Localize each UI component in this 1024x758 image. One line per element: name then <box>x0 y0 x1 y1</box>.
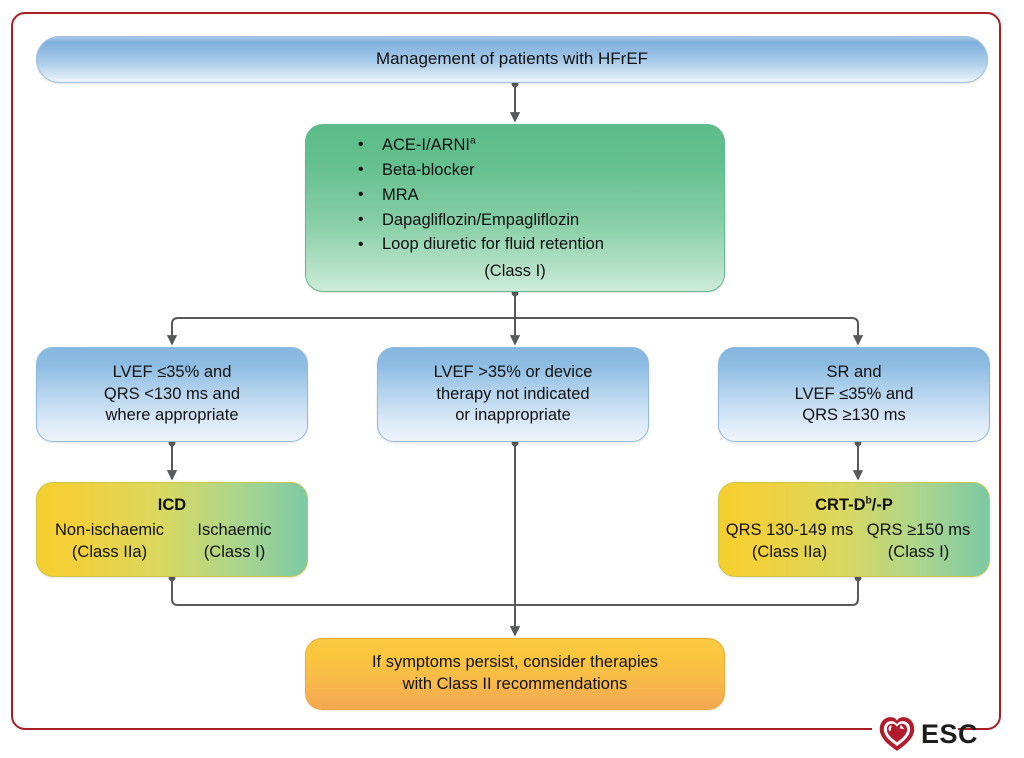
list-item: MRA <box>358 183 706 208</box>
esc-wordmark: ESC <box>921 718 979 749</box>
figure-title-text: Management of patients with HFrEF <box>375 49 649 69</box>
criteria-box-lvef-low-narrow-qrs: LVEF ≤35% and QRS <130 ms and where appr… <box>36 347 308 442</box>
figure-title: Management of patients with HFrEF <box>36 36 988 83</box>
list-item: ACE-I/ARNIa <box>358 133 706 158</box>
device-column-label: Ischaemic <box>197 521 272 540</box>
therapy-list: ACE-I/ARNIa Beta-blocker MRA Dapaglifloz… <box>306 133 724 258</box>
device-column-label: QRS 130-149 ms <box>725 521 854 540</box>
device-columns: QRS 130-149 ms (Class IIa) QRS ≥150 ms (… <box>719 520 989 564</box>
list-item: Dapagliflozin/Empagliflozin <box>358 208 706 233</box>
device-column-class: (Class I) <box>887 542 950 561</box>
therapy-box: ACE-I/ARNIa Beta-blocker MRA Dapaglifloz… <box>305 124 725 292</box>
device-columns: Non-ischaemic (Class IIa) Ischaemic (Cla… <box>37 520 307 564</box>
device-column-class: (Class IIa) <box>71 542 148 561</box>
esc-logo: ESC <box>878 714 990 754</box>
device-box-crt: CRT-Db/-P QRS 130-149 ms (Class IIa) QRS… <box>718 482 990 577</box>
device-box-icd: ICD Non-ischaemic (Class IIa) Ischaemic … <box>36 482 308 577</box>
device-column-class: (Class I) <box>203 542 266 561</box>
device-column-qrs-150: QRS ≥150 ms (Class I) <box>854 520 983 564</box>
criteria-line: QRS <130 ms and <box>103 384 241 403</box>
criteria-line: LVEF ≤35% and <box>794 384 914 403</box>
device-column-label: QRS ≥150 ms <box>866 521 971 540</box>
criteria-line: LVEF ≤35% and <box>112 362 232 381</box>
footnote-marker-b: b <box>865 495 872 507</box>
outcome-box: If symptoms persist, consider therapies … <box>305 638 725 710</box>
outcome-line: If symptoms persist, consider therapies <box>371 653 659 672</box>
device-title: ICD <box>157 496 187 515</box>
criteria-line: LVEF >35% or device <box>433 362 593 381</box>
criteria-line: where appropriate <box>105 406 239 425</box>
criteria-line: therapy not indicated <box>436 384 590 403</box>
criteria-line: SR and <box>826 362 882 381</box>
therapy-class-label: (Class I) <box>484 261 546 280</box>
device-column-non-ischaemic: Non-ischaemic (Class IIa) <box>47 520 172 564</box>
device-column-label: Non-ischaemic <box>54 521 165 540</box>
device-column-class: (Class IIa) <box>751 542 828 561</box>
criteria-box-no-device-therapy: LVEF >35% or device therapy not indicate… <box>377 347 649 442</box>
list-item: Beta-blocker <box>358 158 706 183</box>
device-title: CRT-Db/-P <box>815 495 893 515</box>
device-column-qrs-130-149: QRS 130-149 ms (Class IIa) <box>725 520 854 564</box>
footnote-marker-a: a <box>470 135 476 147</box>
criteria-line: or inappropriate <box>455 406 571 425</box>
criteria-box-sr-wide-qrs: SR and LVEF ≤35% and QRS ≥130 ms <box>718 347 990 442</box>
device-column-ischaemic: Ischaemic (Class I) <box>172 520 297 564</box>
list-item: Loop diuretic for fluid retention <box>358 233 706 258</box>
criteria-line: QRS ≥130 ms <box>802 406 906 425</box>
outcome-line: with Class II recommendations <box>402 675 628 693</box>
heart-icon <box>879 717 915 751</box>
